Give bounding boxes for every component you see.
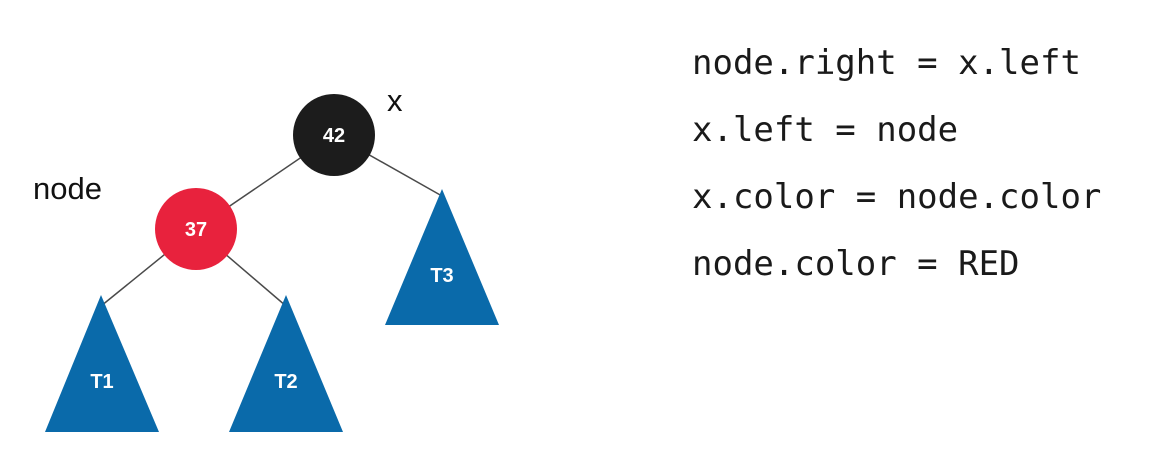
code-line-3: x.color = node.color [692,177,1102,217]
subtree-t3-triangle [385,189,499,325]
node-x-circle [293,94,375,176]
rotation-code: node.right = x.left x.left = node x.colo… [692,46,1101,314]
node-node: 37 [155,188,237,270]
node-node-value: 37 [185,219,207,241]
code-line-2: x.left = node [692,110,959,150]
subtree-t2-label: T2 [274,371,297,393]
subtree-t3-label: T3 [430,265,453,287]
node-x: 42 [293,94,375,176]
subtree-t1: T1 [45,295,159,432]
label-x: x [387,83,403,118]
subtree-t2: T2 [229,295,343,432]
code-line-1: node.right = x.left [692,43,1081,83]
node-x-value: 42 [323,125,345,147]
code-line-4: node.color = RED [692,244,1020,284]
node-node-circle [155,188,237,270]
subtree-t3: T3 [385,189,499,325]
subtree-t1-triangle [45,295,159,432]
subtree-t2-triangle [229,295,343,432]
label-node: node [33,171,102,206]
subtree-t1-label: T1 [90,371,113,393]
